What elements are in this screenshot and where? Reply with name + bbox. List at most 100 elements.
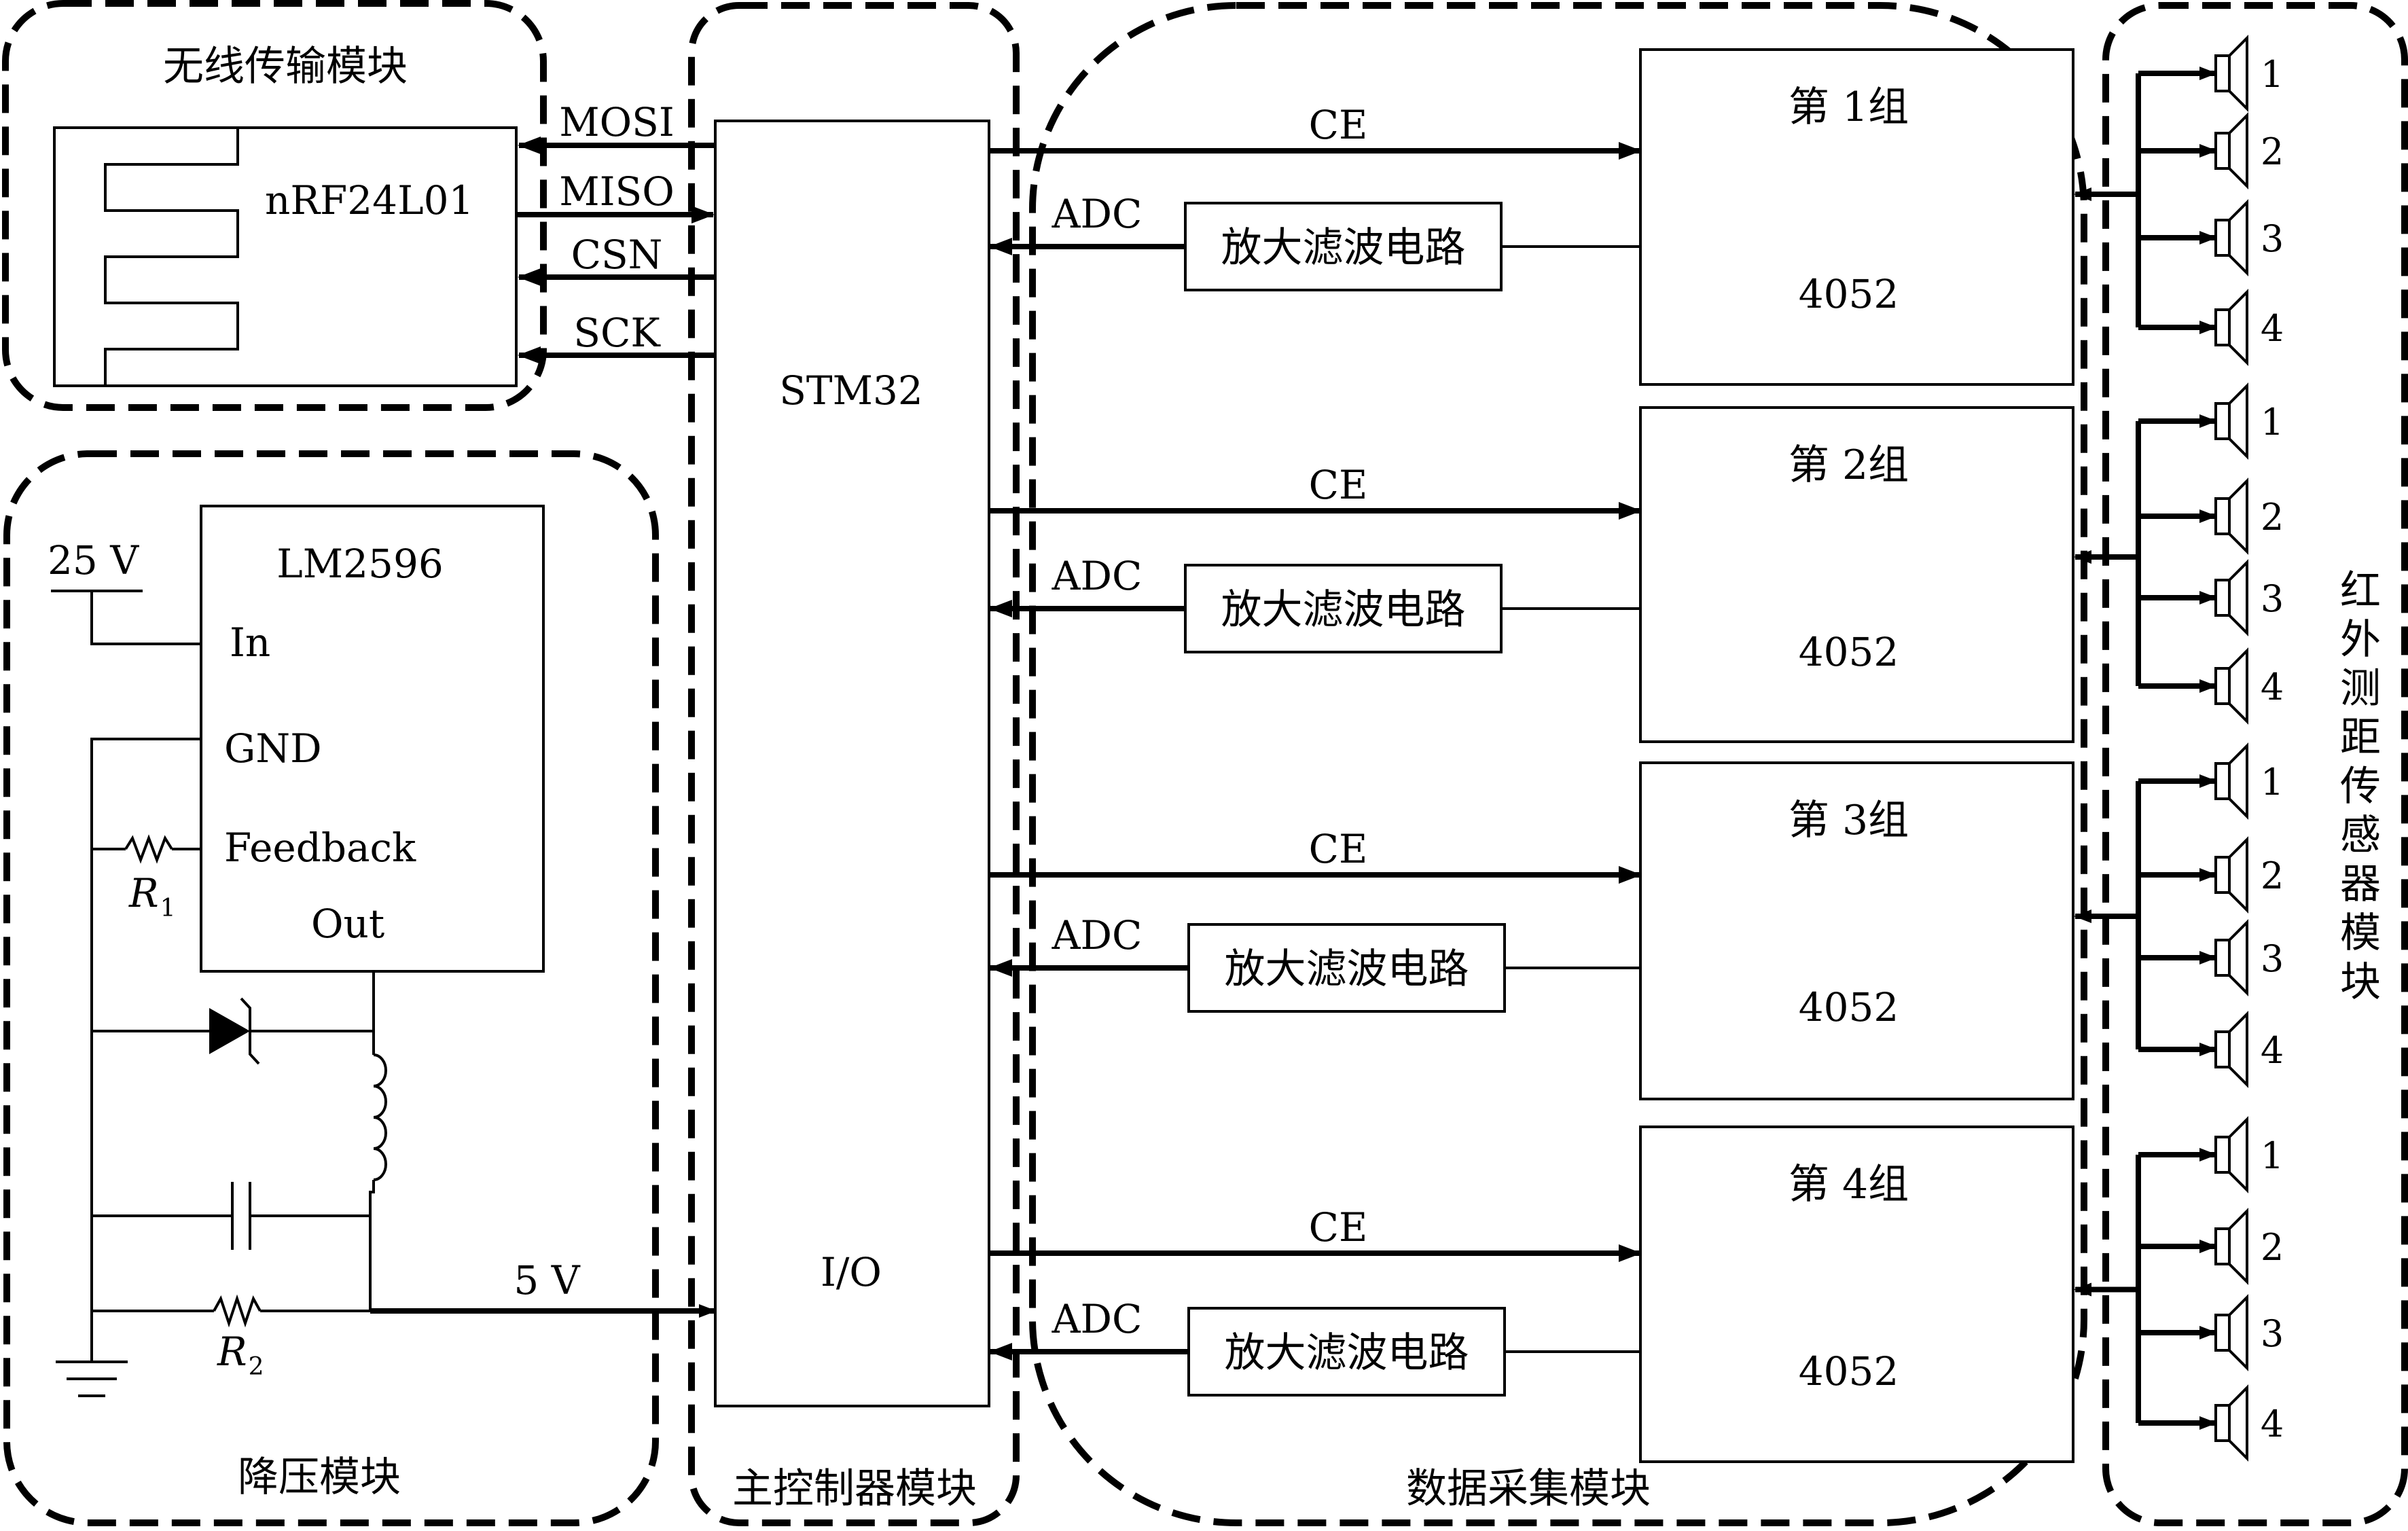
buck-module-frame bbox=[3, 450, 659, 1526]
r2-subscript: 2 bbox=[249, 1353, 264, 1381]
sensor-number: 3 bbox=[2261, 217, 2284, 260]
amp-filter-label: 放大滤波电路 bbox=[1221, 586, 1466, 634]
ir-sensor-lens bbox=[2228, 1384, 2248, 1462]
ir-sensor-label-char: 外 bbox=[2340, 616, 2381, 664]
ir-sensor-lens bbox=[2228, 1208, 2248, 1285]
ir-sensor-lens bbox=[2228, 559, 2248, 636]
amp-filter-label: 放大滤波电路 bbox=[1225, 945, 1469, 993]
pcb-antenna-trace bbox=[104, 128, 239, 386]
stm32-box bbox=[714, 120, 990, 1407]
pin-feedback-label: Feedback bbox=[224, 825, 416, 871]
ir-sensor-lens bbox=[2228, 112, 2248, 190]
schottky-diode bbox=[209, 1008, 250, 1054]
sensor-number: 4 bbox=[2261, 666, 2284, 708]
adc-label: ADC bbox=[1052, 1296, 1143, 1342]
mux-group-box bbox=[1639, 1125, 2074, 1463]
ir-sensor-lens bbox=[2228, 919, 2248, 996]
ir-sensor-icon bbox=[2214, 1404, 2231, 1442]
ir-sensor-lens bbox=[2228, 478, 2248, 555]
buck-module-label: 降压模块 bbox=[238, 1454, 401, 1501]
r1-resistor bbox=[124, 834, 173, 864]
sensor-number: 3 bbox=[2261, 937, 2284, 980]
sensor-number: 2 bbox=[2261, 496, 2284, 539]
miso-label: MISO bbox=[559, 168, 675, 215]
ir-sensor-icon bbox=[2214, 856, 2231, 894]
amp-filter-label: 放大滤波电路 bbox=[1221, 224, 1466, 272]
ir-sensor-label-char: 测 bbox=[2340, 665, 2381, 713]
input-voltage-label: 25 V bbox=[48, 537, 139, 583]
r2-resistor bbox=[213, 1294, 262, 1328]
ir-sensor-lens bbox=[2228, 35, 2248, 112]
nrf24l01-label: nRF24L01 bbox=[265, 177, 473, 223]
ir-sensor-label-char: 距 bbox=[2340, 714, 2381, 761]
sensor-number: 3 bbox=[2261, 1312, 2284, 1355]
mux-group-box bbox=[1639, 48, 2074, 386]
ir-sensor-lens bbox=[2228, 742, 2248, 820]
ir-sensor-icon bbox=[2214, 1314, 2231, 1352]
mux-chip-label: 4052 bbox=[1799, 984, 1899, 1030]
mux-chip-label: 4052 bbox=[1799, 271, 1899, 317]
acquisition-module-frame bbox=[1029, 2, 2087, 1526]
sensor-number: 2 bbox=[2261, 1226, 2284, 1269]
ir-sensor-lens bbox=[2228, 289, 2248, 366]
ir-sensor-icon bbox=[2214, 1136, 2231, 1174]
input-wire bbox=[90, 591, 201, 645]
main-module-frame bbox=[688, 2, 1020, 1526]
pin-gnd-label: GND bbox=[224, 725, 322, 772]
ir-sensor-lens bbox=[2228, 199, 2248, 276]
ir-sensor-lens bbox=[2228, 1011, 2248, 1088]
ir-sensor-label-char: 块 bbox=[2340, 958, 2381, 1006]
sensor-number: 4 bbox=[2261, 1029, 2284, 1072]
ce-label: CE bbox=[1309, 462, 1368, 508]
ir-sensor-lens bbox=[2228, 647, 2248, 725]
sensor-number: 1 bbox=[2261, 401, 2284, 444]
adc-label: ADC bbox=[1052, 912, 1143, 958]
r1-subscript: 1 bbox=[160, 895, 176, 922]
mux-group-title: 第 2组 bbox=[1789, 442, 1909, 489]
sck-label: SCK bbox=[573, 310, 661, 356]
mux-group-box bbox=[1639, 761, 2074, 1100]
ir-sensor-icon bbox=[2214, 402, 2231, 440]
ir-sensor-icon bbox=[2214, 762, 2231, 800]
ir-sensor-module-frame bbox=[2102, 2, 2408, 1526]
sensor-number: 1 bbox=[2261, 1134, 2284, 1177]
amp-filter-box bbox=[1187, 923, 1506, 1013]
mux-chip-label: 4052 bbox=[1799, 629, 1899, 675]
ir-sensor-lens bbox=[2228, 1116, 2248, 1193]
main-module-label: 主控制器模块 bbox=[732, 1465, 977, 1513]
sensor-number: 1 bbox=[2261, 53, 2284, 96]
amp-filter-box bbox=[1187, 1307, 1506, 1397]
wireless-module-frame bbox=[2, 0, 547, 411]
acquisition-module-label: 数据采集模块 bbox=[1406, 1465, 1651, 1513]
amp-filter-box bbox=[1184, 202, 1503, 291]
mosi-label: MOSI bbox=[559, 99, 675, 145]
adc-label: ADC bbox=[1052, 191, 1143, 237]
mux-chip-label: 4052 bbox=[1799, 1348, 1899, 1394]
r1-label: R1 bbox=[128, 870, 176, 922]
ir-sensor-icon bbox=[2214, 219, 2231, 257]
inductor bbox=[373, 1053, 387, 1181]
ce-label: CE bbox=[1309, 1204, 1368, 1250]
io-label: I/O bbox=[821, 1249, 882, 1295]
stm32-label: STM32 bbox=[779, 367, 923, 414]
mux-group-box bbox=[1639, 406, 2074, 743]
ir-sensor-icon bbox=[2214, 1227, 2231, 1265]
adc-label: ADC bbox=[1052, 553, 1143, 599]
lm2596-label: LM2596 bbox=[276, 541, 444, 587]
ce-label: CE bbox=[1309, 826, 1368, 872]
ir-sensor-icon bbox=[2214, 132, 2231, 170]
ir-sensor-icon bbox=[2214, 54, 2231, 92]
mux-group-title: 第 4组 bbox=[1789, 1161, 1909, 1208]
sensor-set-4: 1 2 3 4 bbox=[2074, 1116, 2284, 1462]
sensor-number: 2 bbox=[2261, 130, 2284, 173]
lm2596-box bbox=[200, 505, 545, 973]
gnd-rail bbox=[90, 738, 201, 1362]
sensor-number: 4 bbox=[2261, 1403, 2284, 1445]
